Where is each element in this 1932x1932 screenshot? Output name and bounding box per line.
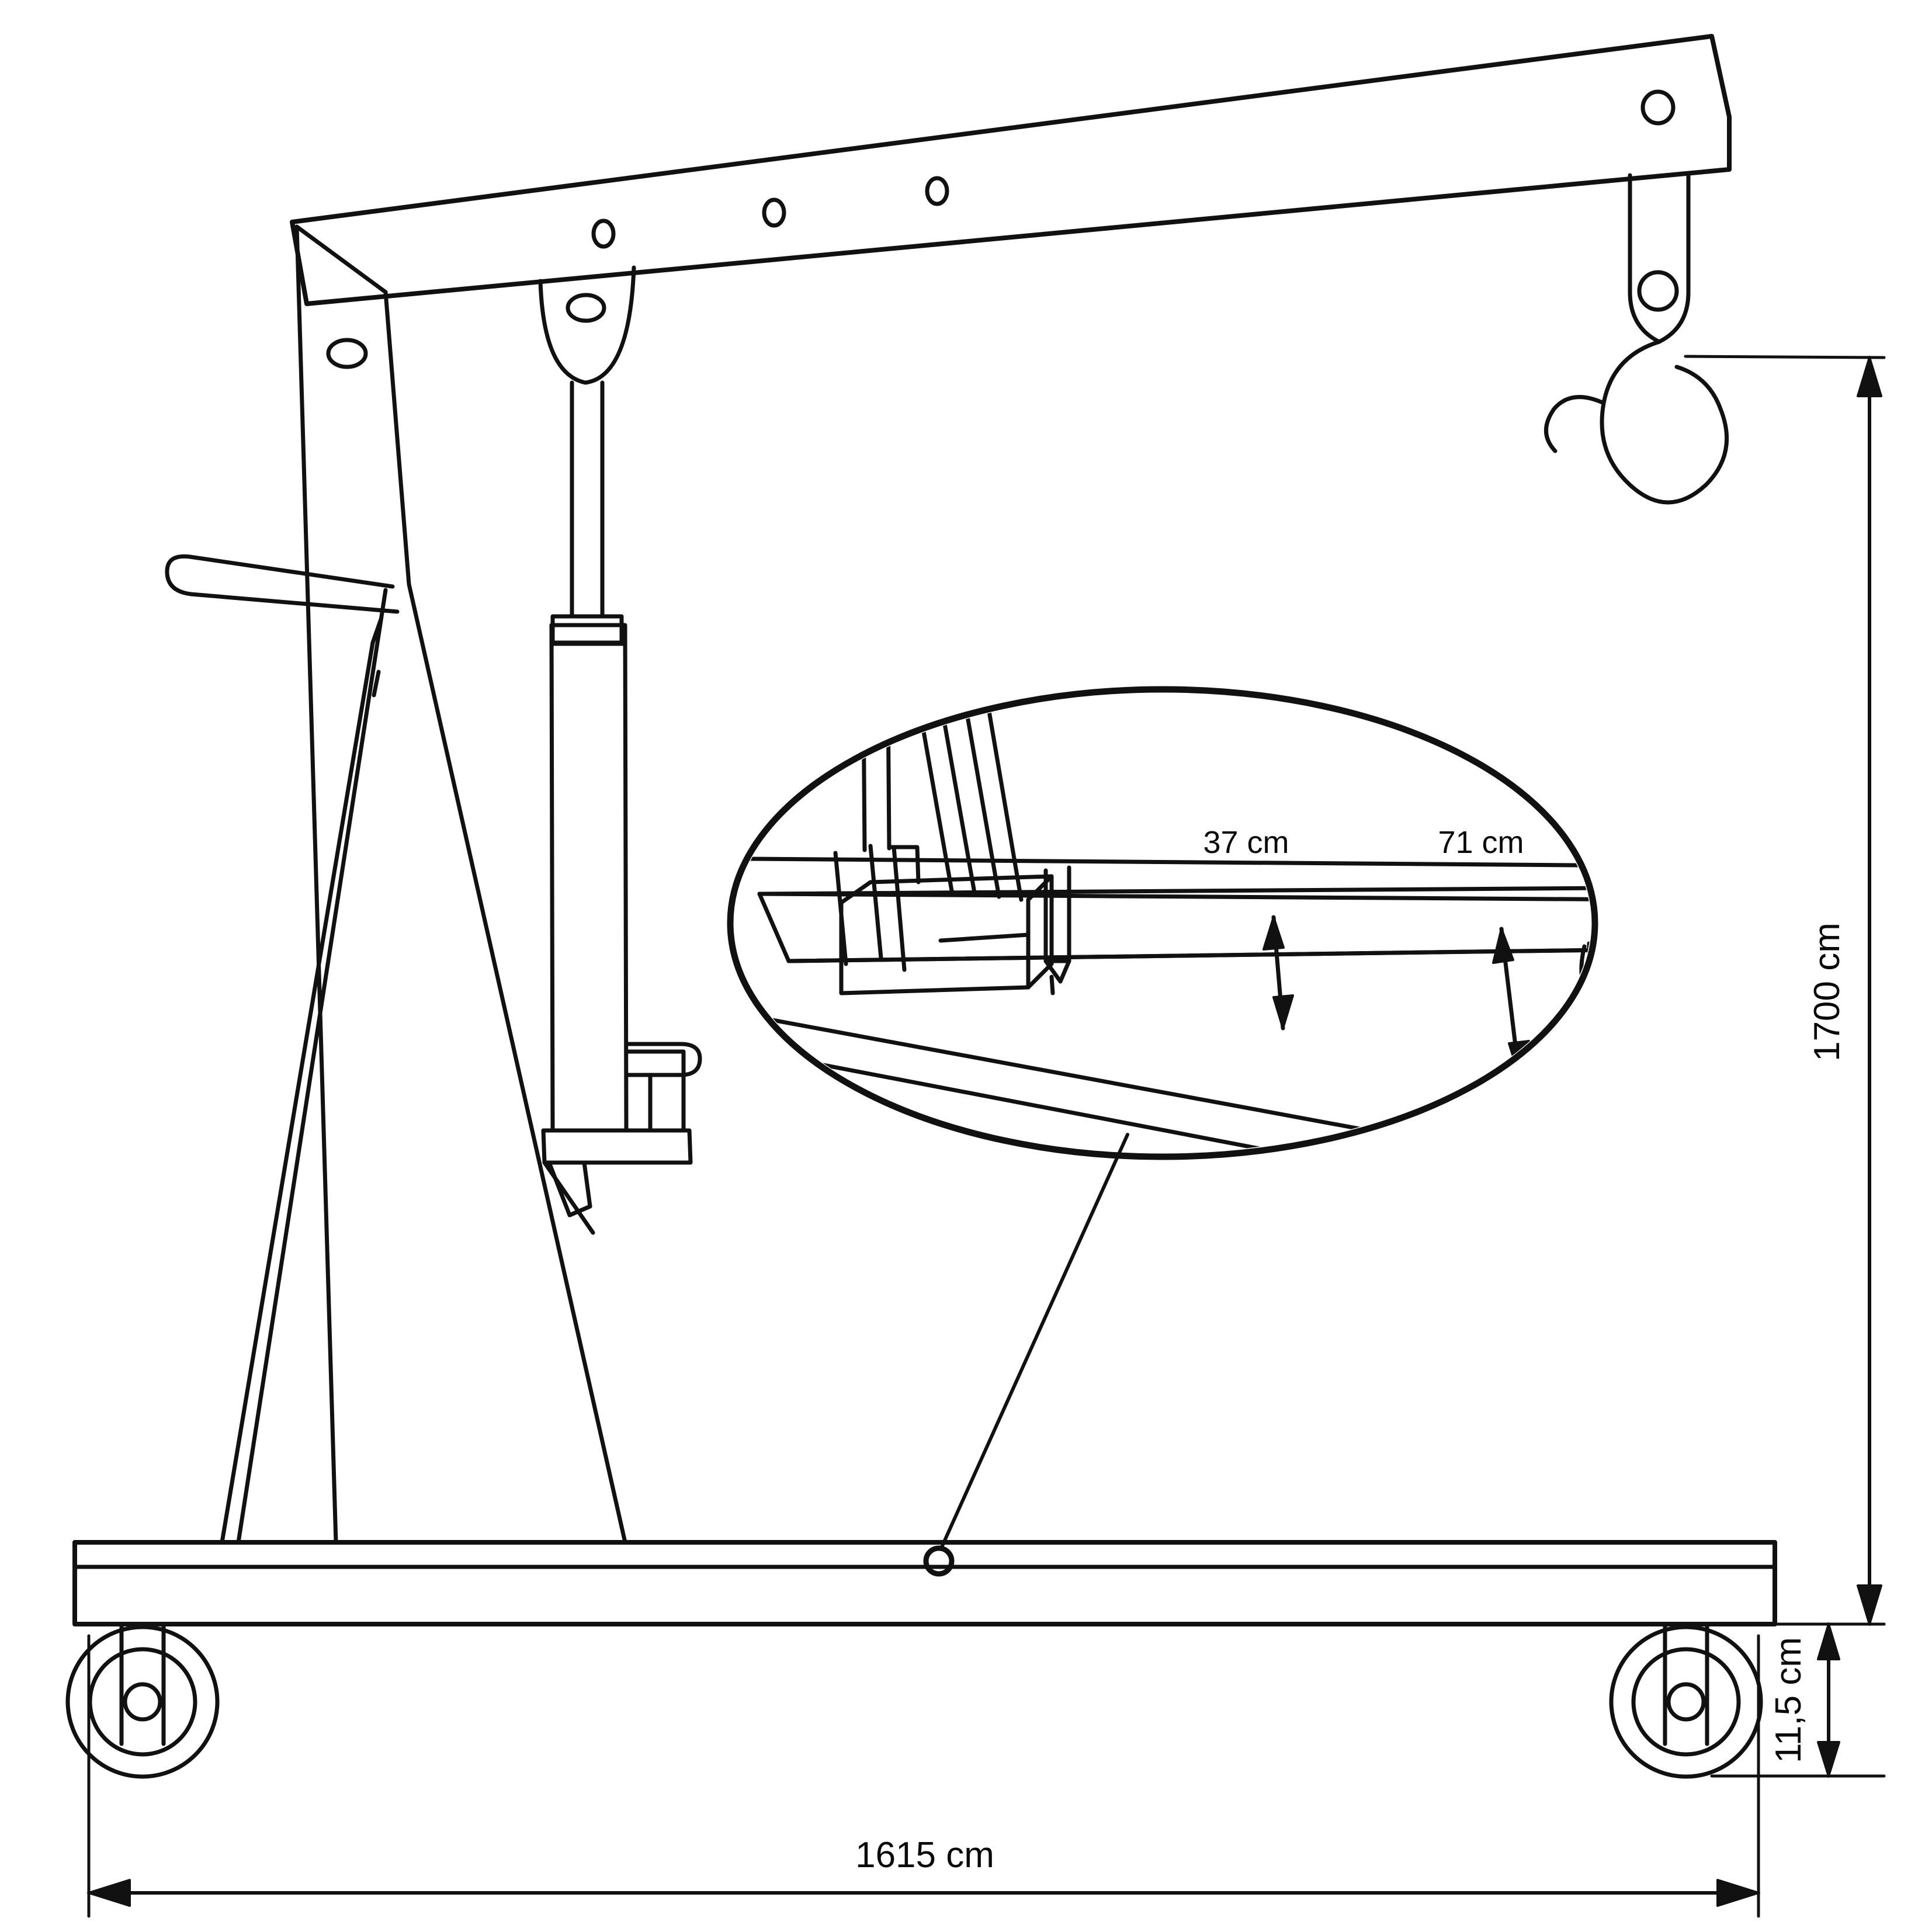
dimension-label-width: 1615 cm	[855, 1835, 994, 1875]
detail-label-37cm: 37 cm	[1203, 825, 1289, 860]
dimension-label-base-thickness: 11,5 cm	[1768, 1637, 1809, 1763]
cylinder-mount-bracket	[542, 1160, 595, 1235]
dimension-width	[87, 1634, 1760, 1918]
dimension-label-height: 1700 cm	[1807, 922, 1847, 1062]
a-frame-strut	[220, 588, 388, 1545]
boom-hole-icon	[591, 89, 1676, 249]
detail-leader-line	[923, 1133, 1129, 1577]
detail-label-71cm: 71 cm	[1438, 825, 1524, 860]
dimension-base-thickness	[1710, 1622, 1886, 1778]
lifting-hook	[1544, 173, 1729, 505]
caster-wheel-right	[1609, 1622, 1763, 1779]
detail-callout-ellipse	[727, 686, 1598, 1160]
detail-dim-arrow-37	[1262, 915, 1294, 1031]
mast-column	[294, 224, 627, 1545]
push-handle	[165, 554, 400, 614]
